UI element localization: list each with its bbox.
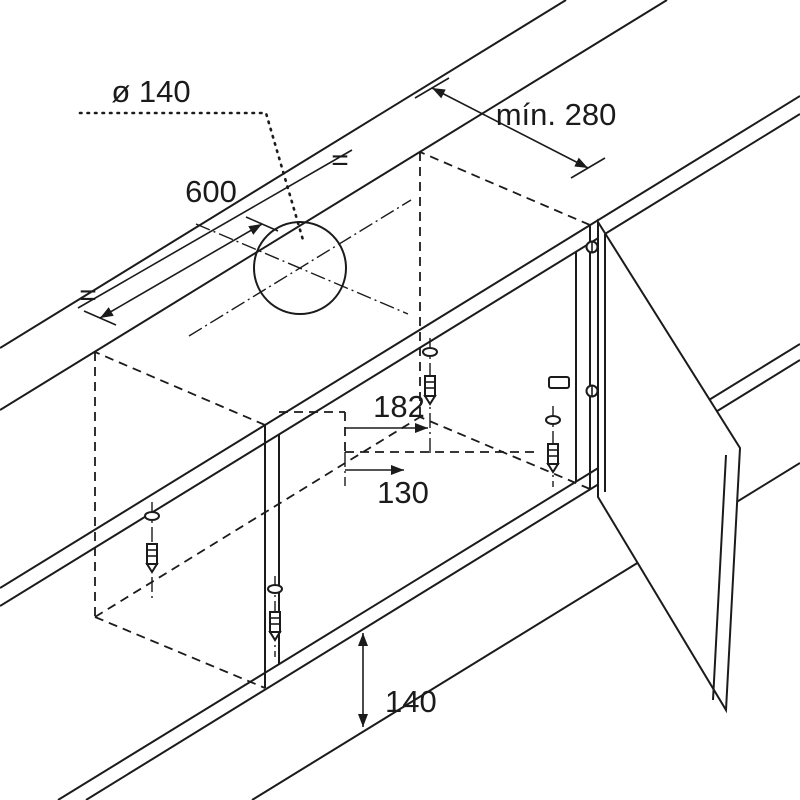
witness-tick [245, 216, 279, 232]
screw-body [146, 543, 158, 565]
dim-min-280: mín. 280 [414, 77, 617, 179]
hinge-hardware [548, 240, 599, 398]
dim-line-600 [99, 223, 263, 319]
equal-mark-left: = [79, 279, 97, 312]
dim-hole-diameter: ø 140 [78, 74, 305, 242]
screw-tip [546, 463, 560, 474]
screw-fastener-left [144, 502, 160, 600]
left-bottom-depth-edge [94, 616, 266, 689]
width-label: 600 [185, 174, 237, 209]
dim-line-min280 [431, 87, 589, 169]
screw-tip [423, 395, 437, 406]
right-top-depth-edge [419, 151, 591, 226]
dim-600: 600 = = [77, 144, 353, 326]
witness-tick [414, 77, 450, 99]
door-panel [597, 218, 742, 714]
top-board-back-edge [0, 0, 668, 411]
screw-tip [145, 563, 159, 574]
door-open [597, 218, 742, 714]
back-bottom-edge [94, 416, 421, 618]
screw-body [547, 443, 559, 465]
hidden-edges [94, 151, 591, 689]
dim-182: 182 [344, 389, 428, 486]
mounting-dowel [548, 376, 570, 389]
top-board-front-edge [0, 95, 800, 589]
offset-130-label: 130 [377, 475, 429, 510]
dim-130: 130 [345, 465, 429, 510]
witness-tick [83, 310, 117, 326]
visor-height-label: 140 [385, 684, 437, 719]
screw-head [422, 347, 438, 357]
screw-body [424, 375, 436, 397]
dim-140: 140 [358, 633, 437, 727]
screw-tip [268, 631, 282, 642]
screw-body [269, 611, 281, 633]
witness-tick [570, 157, 606, 179]
screw-fastener-top [422, 338, 438, 455]
hole-diameter-label: ø 140 [111, 74, 190, 109]
leader-dotted [78, 111, 305, 242]
min-clearance-label: mín. 280 [496, 97, 617, 132]
screw-head [144, 511, 160, 521]
top-board-front-edge-inner [0, 113, 800, 607]
screw-fastener-front [267, 576, 283, 657]
right-bottom-depth-edge [419, 416, 591, 490]
door-thickness-edge [712, 454, 727, 701]
screw-head [545, 415, 561, 425]
cabinet-front-frame [264, 225, 591, 688]
screw-fastener-right [545, 406, 561, 487]
equal-mark-top: = [331, 144, 349, 177]
offset-182-label: 182 [373, 389, 425, 424]
screw-head [267, 584, 283, 594]
vent-hole [188, 199, 412, 337]
left-top-depth-edge [94, 351, 266, 426]
equal-split-line [77, 149, 353, 309]
